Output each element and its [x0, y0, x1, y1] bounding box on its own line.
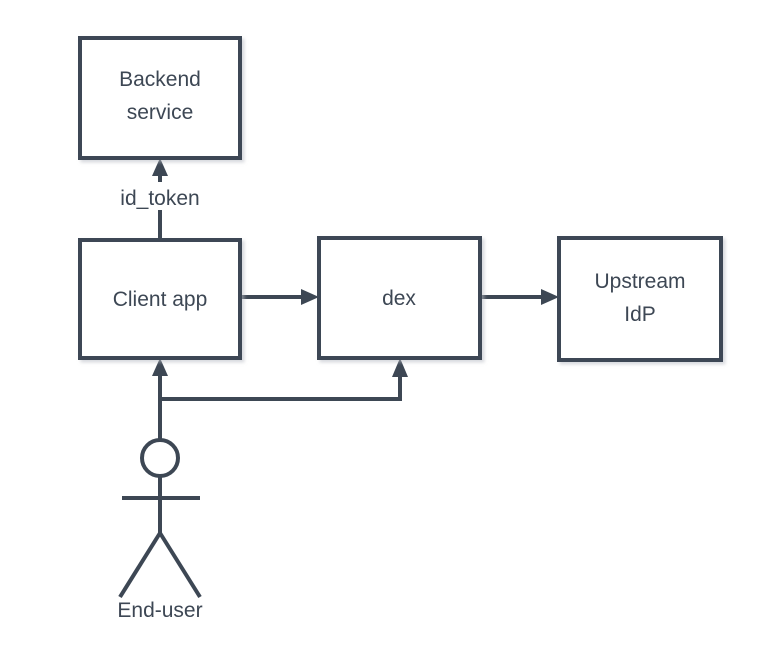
node-client-app-rect — [78, 238, 242, 360]
edge-dex-to-upstream-idp[interactable] — [480, 289, 559, 305]
node-upstream-idp[interactable]: Upstream IdP — [557, 236, 723, 362]
node-backend-service[interactable]: Backend service — [78, 36, 242, 160]
node-end-user-actor[interactable]: End-user — [117, 438, 203, 622]
node-upstream-idp-rect — [557, 236, 723, 362]
edge-client-app-to-backend-service[interactable]: id_token — [104, 158, 217, 240]
node-end-user-label: End-user — [117, 599, 202, 622]
edge-end-user-to-dex-path — [158, 375, 402, 420]
actor-head-icon — [140, 438, 180, 478]
node-backend-service-label-line1: Backend — [119, 68, 201, 91]
edge-end-user-to-dex[interactable] — [158, 358, 408, 420]
arrowhead-into-dex-from-client-app — [301, 289, 319, 305]
actor-left-leg — [118, 531, 162, 599]
node-client-app[interactable]: Client app — [78, 238, 242, 360]
edge-label-id-token: id_token — [120, 187, 199, 210]
node-upstream-idp-label-line1: Upstream — [594, 270, 685, 293]
arrowhead-into-client-app-from-user — [152, 358, 168, 376]
edge-client-app-to-dex[interactable] — [240, 289, 319, 305]
node-dex-rect — [317, 236, 482, 360]
node-client-app-label-line1: Client app — [113, 288, 208, 311]
node-upstream-idp-label-line2: IdP — [624, 303, 656, 326]
node-dex[interactable]: dex — [317, 236, 482, 360]
node-backend-service-label-line2: service — [127, 101, 194, 124]
arrowhead-into-upstream-idp — [541, 289, 559, 305]
arrowhead-into-dex-from-user — [392, 358, 408, 377]
arrowhead-into-backend-service — [152, 158, 168, 176]
node-dex-label-line1: dex — [382, 287, 416, 310]
node-backend-service-rect — [78, 36, 242, 160]
actor-right-leg — [158, 531, 202, 599]
edge-label-backdrop — [104, 182, 217, 210]
